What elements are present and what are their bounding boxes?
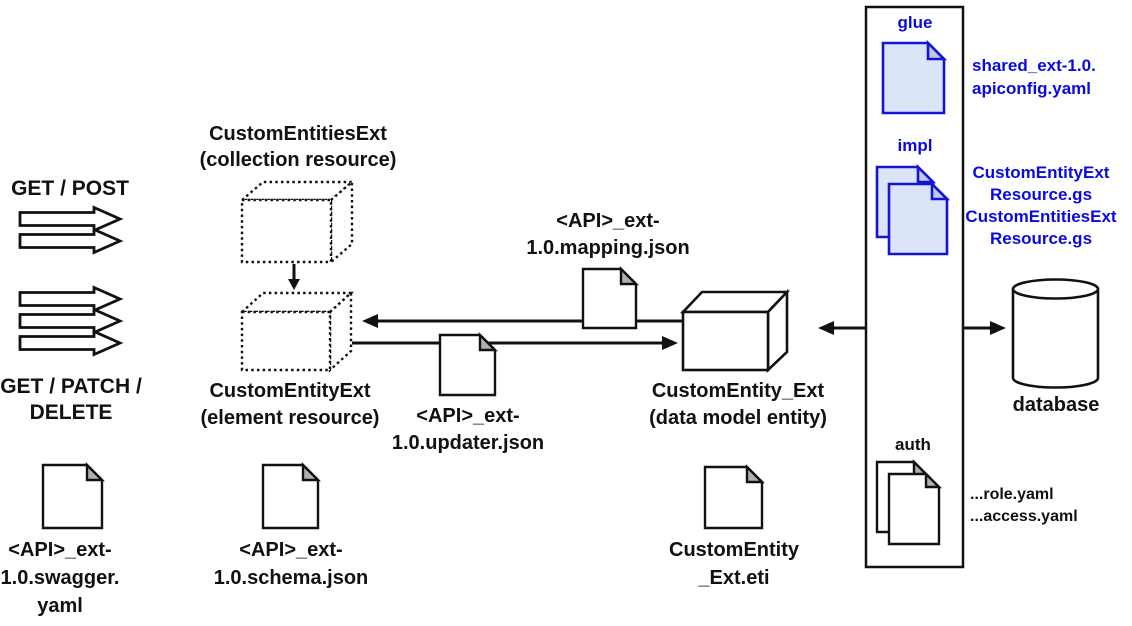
container-to-database-arrow [963, 321, 1006, 335]
eti-file-line1: CustomEntity [669, 539, 799, 561]
data-model-entity-label: CustomEntity_Ext (data model entity) [649, 378, 827, 432]
impl-docs-icon [875, 163, 951, 256]
updater-json-line1: <API>_ext- [416, 405, 520, 427]
eti-file-label: CustomEntity _Ext.eti [669, 536, 799, 592]
apiconfig-yaml-label: shared_ext-1.0. apiconfig.yaml [972, 54, 1096, 100]
get-post-label: GET / POST [11, 177, 129, 200]
collection-resource-label: CustomEntitiesExt (collection resource) [200, 121, 397, 173]
swagger-yaml-line2: 1.0.swagger. [0, 567, 120, 589]
impl-section-label: impl [897, 136, 933, 155]
database-cylinder-icon [1011, 278, 1100, 389]
updater-json-label: <API>_ext- 1.0.updater.json [392, 403, 544, 457]
collection-resource-title: CustomEntitiesExt [209, 123, 387, 145]
element-resource-label: CustomEntityExt (element resource) [201, 378, 380, 432]
http-arrows-get-patch-delete-icon [18, 285, 124, 357]
auth-section-label: auth [895, 435, 931, 454]
mapping-json-line2: 1.0.mapping.json [526, 237, 690, 259]
mapping-json-doc-icon [581, 266, 639, 330]
collection-resource-subtitle: (collection resource) [199, 149, 397, 171]
impl-files-line4: Resource.gs [989, 229, 1093, 248]
deployment-container-box [864, 5, 965, 569]
schema-json-label: <API>_ext- 1.0.schema.json [214, 536, 369, 592]
apiconfig-yaml-line1: shared_ext-1.0. [972, 56, 1096, 75]
glue-doc-icon [881, 39, 948, 115]
auth-files-line1: ...role.yaml [970, 486, 1054, 503]
impl-files-line3: CustomEntitiesExt [965, 207, 1117, 226]
eti-doc-icon [703, 464, 765, 530]
data-model-entity-cube [679, 288, 791, 374]
element-resource-title: CustomEntityExt [209, 380, 371, 402]
mapping-json-label: <API>_ext- 1.0.mapping.json [526, 208, 689, 262]
get-patch-delete-line1: GET / PATCH / [0, 375, 142, 398]
auth-files-label: ...role.yaml ...access.yaml [970, 484, 1078, 528]
swagger-yaml-line1: <API>_ext- [8, 539, 112, 561]
data-model-entity-subtitle: (data model entity) [649, 407, 827, 429]
apiconfig-yaml-line2: apiconfig.yaml [972, 79, 1092, 98]
swagger-yaml-line3: yaml [37, 595, 83, 617]
auth-docs-icon [875, 459, 942, 546]
glue-section-label: glue [897, 13, 933, 32]
element-resource-cube [238, 290, 355, 373]
data-model-entity-title: CustomEntity_Ext [651, 380, 825, 402]
get-patch-delete-line2: DELETE [29, 401, 113, 424]
schema-json-doc-icon [261, 462, 321, 530]
swagger-yaml-label: <API>_ext- 1.0.swagger. yaml [1, 536, 120, 620]
updater-json-line2: 1.0.updater.json [391, 432, 545, 454]
mapping-json-line1: <API>_ext- [556, 210, 660, 232]
get-patch-delete-label: GET / PATCH / DELETE [0, 374, 142, 426]
updater-flow-arrow [352, 336, 678, 350]
impl-files-label: CustomEntityExt Resource.gs CustomEntiti… [965, 162, 1116, 250]
impl-files-line2: Resource.gs [989, 185, 1093, 204]
swagger-yaml-doc-icon [41, 462, 105, 530]
collection-to-element-arrow [288, 264, 300, 290]
http-arrows-get-post-icon [18, 205, 124, 255]
schema-json-line1: <API>_ext- [239, 539, 343, 561]
collection-resource-cube [238, 179, 356, 265]
updater-json-doc-icon [438, 332, 498, 397]
schema-json-line2: 1.0.schema.json [213, 567, 369, 589]
eti-file-line2: _Ext.eti [698, 567, 770, 589]
auth-files-line2: ...access.yaml [970, 508, 1078, 525]
database-label: database [1012, 394, 1100, 416]
entity-to-container-arrow [818, 321, 866, 335]
impl-files-line1: CustomEntityExt [972, 163, 1110, 182]
element-resource-subtitle: (element resource) [200, 407, 380, 429]
